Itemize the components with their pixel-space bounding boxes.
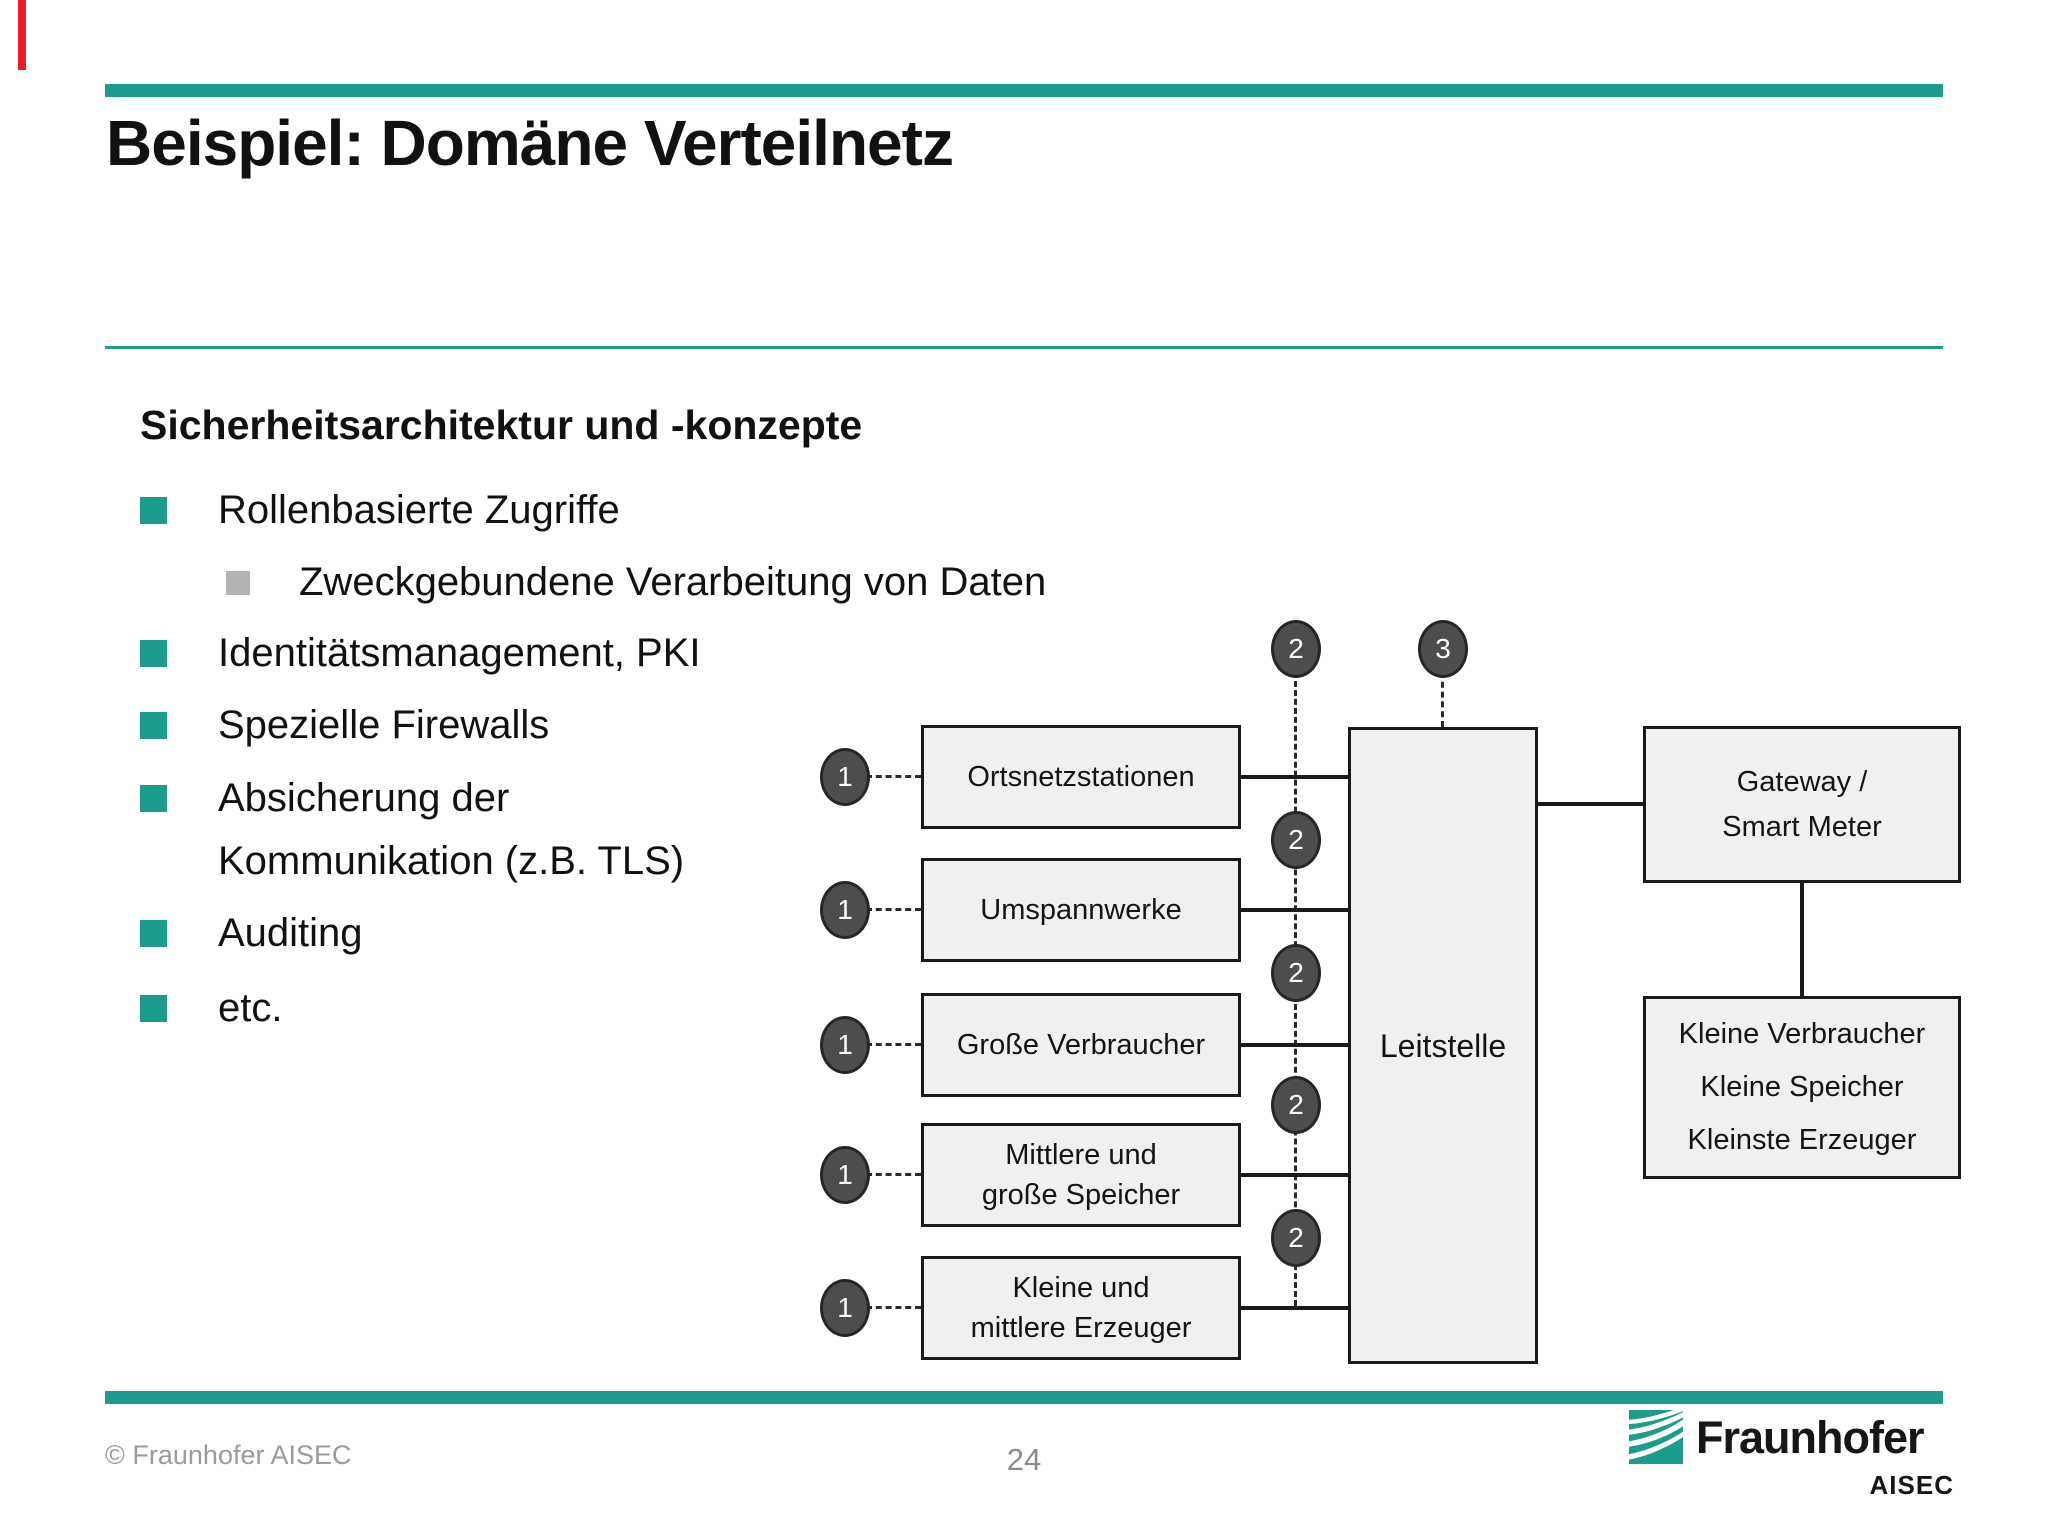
node-label: Leitstelle: [1379, 1027, 1507, 1064]
marker-2-badge: 2: [1271, 811, 1321, 869]
bullet-square-icon: [140, 712, 167, 739]
node-gateway-smart-meter: Gateway / Smart Meter: [1643, 726, 1961, 883]
title-divider-rule: [105, 346, 1943, 349]
dashed-link-1: [866, 908, 921, 911]
bullet-item: Spezielle Firewalls: [140, 694, 549, 757]
fraunhofer-logo-wordmark: Fraunhofer: [1696, 1412, 1925, 1463]
node-label: große Speicher: [981, 1179, 1181, 1211]
fraunhofer-logo-icon: [1629, 1408, 1683, 1464]
marker-1-badge: 1: [820, 1146, 870, 1204]
bullet-square-icon: [140, 785, 167, 812]
bullet-square-icon: [140, 497, 167, 524]
node-leitstelle: Leitstelle: [1348, 727, 1538, 1364]
bullet-item: etc.: [140, 977, 282, 1040]
node-label: Mittlere und: [1005, 1139, 1157, 1171]
page-title: Beispiel: Domäne Verteilnetz: [106, 107, 954, 179]
node-label: Ortsnetzstationen: [967, 761, 1195, 793]
marker-1-badge: 1: [820, 1279, 870, 1337]
bullet-text: Identitätsmanagement, PKI: [218, 631, 701, 675]
node-ortsnetzstationen: Ortsnetzstationen: [921, 725, 1241, 829]
node-label: Gateway /: [1736, 765, 1868, 798]
node-label: Große Verbraucher: [956, 1029, 1206, 1061]
copyright-text: © Fraunhofer AISEC: [105, 1440, 352, 1470]
node-label: Umspannwerke: [980, 894, 1182, 926]
bullet-text: Zweckgebundene Verarbeitung von Daten: [299, 560, 1047, 604]
bullet-text: Auditing: [218, 911, 363, 955]
marker-2-badge: 2: [1271, 1209, 1321, 1267]
sub-bullet-square-icon: [226, 571, 250, 595]
dashed-link-1: [866, 1173, 921, 1176]
connector-line: [1238, 1306, 1350, 1310]
bullet-square-icon: [140, 920, 167, 947]
bullet-item: Rollenbasierte Zugriffe: [140, 479, 620, 542]
bullet-text: etc.: [218, 986, 283, 1030]
bullet-item: Auditing: [140, 902, 363, 965]
node-label: Kleine und: [1012, 1272, 1150, 1304]
node-label: mittlere Erzeuger: [970, 1312, 1192, 1344]
node-umspannwerke: Umspannwerke: [921, 858, 1241, 962]
section-heading: Sicherheitsarchitektur und -konzepte: [140, 402, 863, 448]
page-number: 24: [1006, 1442, 1042, 1477]
bullet-subitem: Zweckgebundene Verarbeitung von Daten: [226, 551, 1046, 614]
node-label: Smart Meter: [1722, 810, 1882, 843]
marker-1-badge: 1: [820, 881, 870, 939]
dashed-link-3-vertical: [1441, 672, 1444, 727]
red-marker: [18, 0, 26, 70]
node-mittlere-grosse-speicher: Mittlere und große Speicher: [921, 1123, 1241, 1227]
connector-line: [1238, 1173, 1350, 1177]
dashed-link-1: [866, 775, 921, 778]
marker-2-badge: 2: [1271, 1076, 1321, 1134]
bullet-text: Absicherung der Kommunikation (z.B. TLS): [218, 776, 685, 883]
connector-line: [1238, 908, 1350, 912]
bullet-text: Rollenbasierte Zugriffe: [218, 488, 620, 532]
node-grosse-verbraucher: Große Verbraucher: [921, 993, 1241, 1097]
marker-3-badge: 3: [1418, 620, 1468, 678]
node-kleine-mittlere-erzeuger: Kleine und mittlere Erzeuger: [921, 1256, 1241, 1360]
bullet-square-icon: [140, 640, 167, 667]
node-label: Kleinste Erzeuger: [1687, 1124, 1917, 1156]
dashed-link-1: [866, 1043, 921, 1046]
marker-2-badge: 2: [1271, 944, 1321, 1002]
connector-gateway-consumers: [1800, 880, 1804, 998]
fraunhofer-institute-label: AISEC: [1869, 1470, 1954, 1500]
bullet-item: Absicherung der Kommunikation (z.B. TLS): [140, 767, 718, 893]
bullet-text: Spezielle Firewalls: [218, 703, 550, 747]
marker-2-badge: 2: [1271, 620, 1321, 678]
bullet-item: Identitätsmanagement, PKI: [140, 622, 701, 685]
connector-hub-gateway: [1536, 802, 1646, 806]
node-label: Kleine Speicher: [1700, 1071, 1904, 1103]
node-kleine-verbraucher-speicher-erzeuger: Kleine Verbraucher Kleine Speicher Klein…: [1643, 996, 1961, 1179]
marker-1-badge: 1: [820, 748, 870, 806]
bullet-square-icon: [140, 995, 167, 1022]
marker-1-badge: 1: [820, 1016, 870, 1074]
node-label: Kleine Verbraucher: [1678, 1018, 1926, 1050]
dashed-link-1: [866, 1306, 921, 1309]
connector-line: [1238, 775, 1350, 779]
top-accent-bar: [105, 84, 1943, 97]
connector-line: [1238, 1043, 1350, 1047]
bottom-accent-bar: [105, 1391, 1943, 1404]
